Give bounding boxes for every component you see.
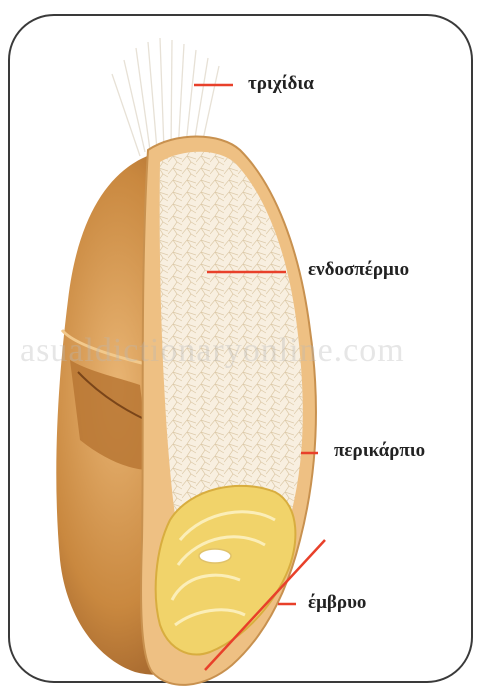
embryo-scutellum <box>199 549 231 563</box>
watermark-text: asualdictionaryonline.com <box>20 332 405 370</box>
label-endosperm: ενδοσπέρμιο <box>308 259 409 281</box>
label-embryo: έμβρυο <box>308 592 366 614</box>
embryo-shape <box>156 486 296 655</box>
label-pericarp: περικάρπιο <box>334 440 425 462</box>
label-hairs: τριχίδια <box>248 73 314 95</box>
